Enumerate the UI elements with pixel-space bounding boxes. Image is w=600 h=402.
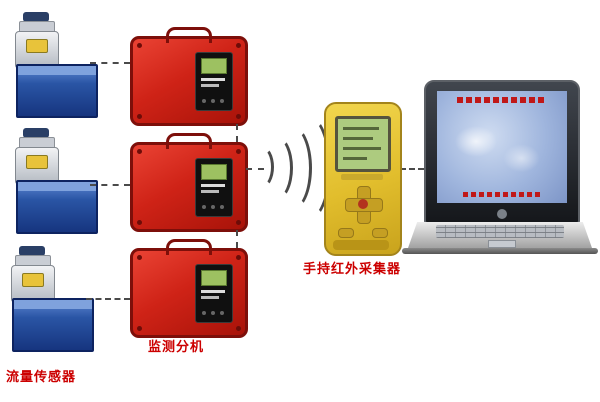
tank-top-face bbox=[14, 300, 92, 309]
case-display-panel bbox=[195, 158, 233, 217]
connector-handheld-laptop bbox=[400, 168, 424, 170]
keypad-center-button bbox=[358, 199, 368, 209]
case-screw bbox=[137, 43, 142, 48]
meter-dial bbox=[26, 155, 48, 169]
flow-meter-icon bbox=[10, 128, 62, 188]
panel-text-line bbox=[201, 84, 219, 87]
panel-button bbox=[220, 311, 224, 315]
panel-text-line bbox=[201, 190, 219, 193]
handheld-brand-strip bbox=[341, 174, 383, 180]
lcd-text-line bbox=[343, 127, 379, 130]
case-screw bbox=[236, 220, 241, 225]
case-display-panel bbox=[195, 264, 233, 323]
meter-dial bbox=[22, 273, 44, 287]
sensor-tank bbox=[16, 64, 98, 118]
lcd-text-line bbox=[343, 157, 367, 160]
panel-text-line bbox=[201, 296, 219, 299]
handheld-lcd-screen bbox=[335, 116, 391, 172]
lcd-text-line bbox=[343, 147, 381, 150]
meter-cap bbox=[23, 12, 49, 22]
laptop-screen-bezel bbox=[424, 80, 580, 224]
case-handle bbox=[166, 133, 212, 149]
handheld-collector-device bbox=[324, 102, 402, 256]
laptop-screen-bottom-text bbox=[463, 192, 541, 197]
handheld-button bbox=[372, 228, 388, 238]
panel-text-line bbox=[201, 184, 225, 187]
case-screw bbox=[236, 43, 241, 48]
panel-button bbox=[211, 311, 215, 315]
panel-lcd bbox=[201, 270, 227, 286]
lcd-text-line bbox=[343, 137, 373, 140]
panel-text-line bbox=[201, 290, 225, 293]
panel-button bbox=[202, 311, 206, 315]
laptop-screen-title-text bbox=[457, 97, 547, 103]
laptop-display bbox=[437, 91, 567, 203]
monitor-unit-label: 监测分机 bbox=[148, 340, 205, 355]
laptop-touchpad bbox=[488, 240, 516, 248]
case-handle bbox=[166, 239, 212, 255]
handheld-collector-label: 手持红外采集器 bbox=[303, 262, 402, 277]
case-screw bbox=[137, 255, 142, 260]
connector-sensor3-monitor3 bbox=[86, 298, 130, 300]
sensor-tank bbox=[12, 298, 94, 352]
case-handle bbox=[166, 27, 212, 43]
flow-meter-icon bbox=[6, 246, 58, 306]
meter-cap bbox=[19, 246, 45, 256]
flow-sensor-unit-1 bbox=[6, 12, 102, 118]
case-display-panel bbox=[195, 52, 233, 111]
panel-text-line bbox=[201, 78, 225, 81]
handheld-button bbox=[338, 228, 354, 238]
case-screw bbox=[236, 114, 241, 119]
case-screw bbox=[137, 326, 142, 331]
panel-button bbox=[211, 205, 215, 209]
panel-button bbox=[220, 99, 224, 103]
meter-cap bbox=[23, 128, 49, 138]
case-screw bbox=[236, 255, 241, 260]
case-screw bbox=[137, 149, 142, 154]
case-screw bbox=[236, 149, 241, 154]
laptop-base bbox=[408, 222, 592, 248]
connector-sensor1-monitor1 bbox=[90, 62, 130, 64]
connector-monitor2-monitor3 bbox=[236, 230, 238, 248]
panel-button bbox=[202, 205, 206, 209]
panel-lcd bbox=[201, 58, 227, 74]
flow-sensor-unit-3 bbox=[2, 246, 98, 352]
panel-lcd bbox=[201, 164, 227, 180]
laptop-front-edge bbox=[402, 248, 598, 254]
case-screw bbox=[137, 220, 142, 225]
meter-dial bbox=[26, 39, 48, 53]
case-screw bbox=[236, 326, 241, 331]
laptop-keyboard bbox=[436, 225, 564, 238]
monitor-unit-1 bbox=[130, 27, 248, 126]
flow-sensor-unit-2 bbox=[6, 128, 102, 234]
laptop-brand-logo bbox=[497, 209, 507, 219]
flow-meter-icon bbox=[10, 12, 62, 72]
monitor-unit-3 bbox=[130, 239, 248, 338]
case-screw bbox=[137, 114, 142, 119]
panel-button bbox=[220, 205, 224, 209]
tank-top-face bbox=[18, 182, 96, 191]
sensor-tank bbox=[16, 180, 98, 234]
flow-sensor-label: 流量传感器 bbox=[6, 370, 77, 385]
monitor-unit-2 bbox=[130, 133, 248, 232]
handheld-base-strip bbox=[333, 240, 389, 250]
panel-button bbox=[202, 99, 206, 103]
tank-top-face bbox=[18, 66, 96, 75]
connector-sensor2-monitor2 bbox=[90, 184, 130, 186]
panel-button bbox=[211, 99, 215, 103]
connector-monitor1-monitor2 bbox=[236, 124, 238, 142]
